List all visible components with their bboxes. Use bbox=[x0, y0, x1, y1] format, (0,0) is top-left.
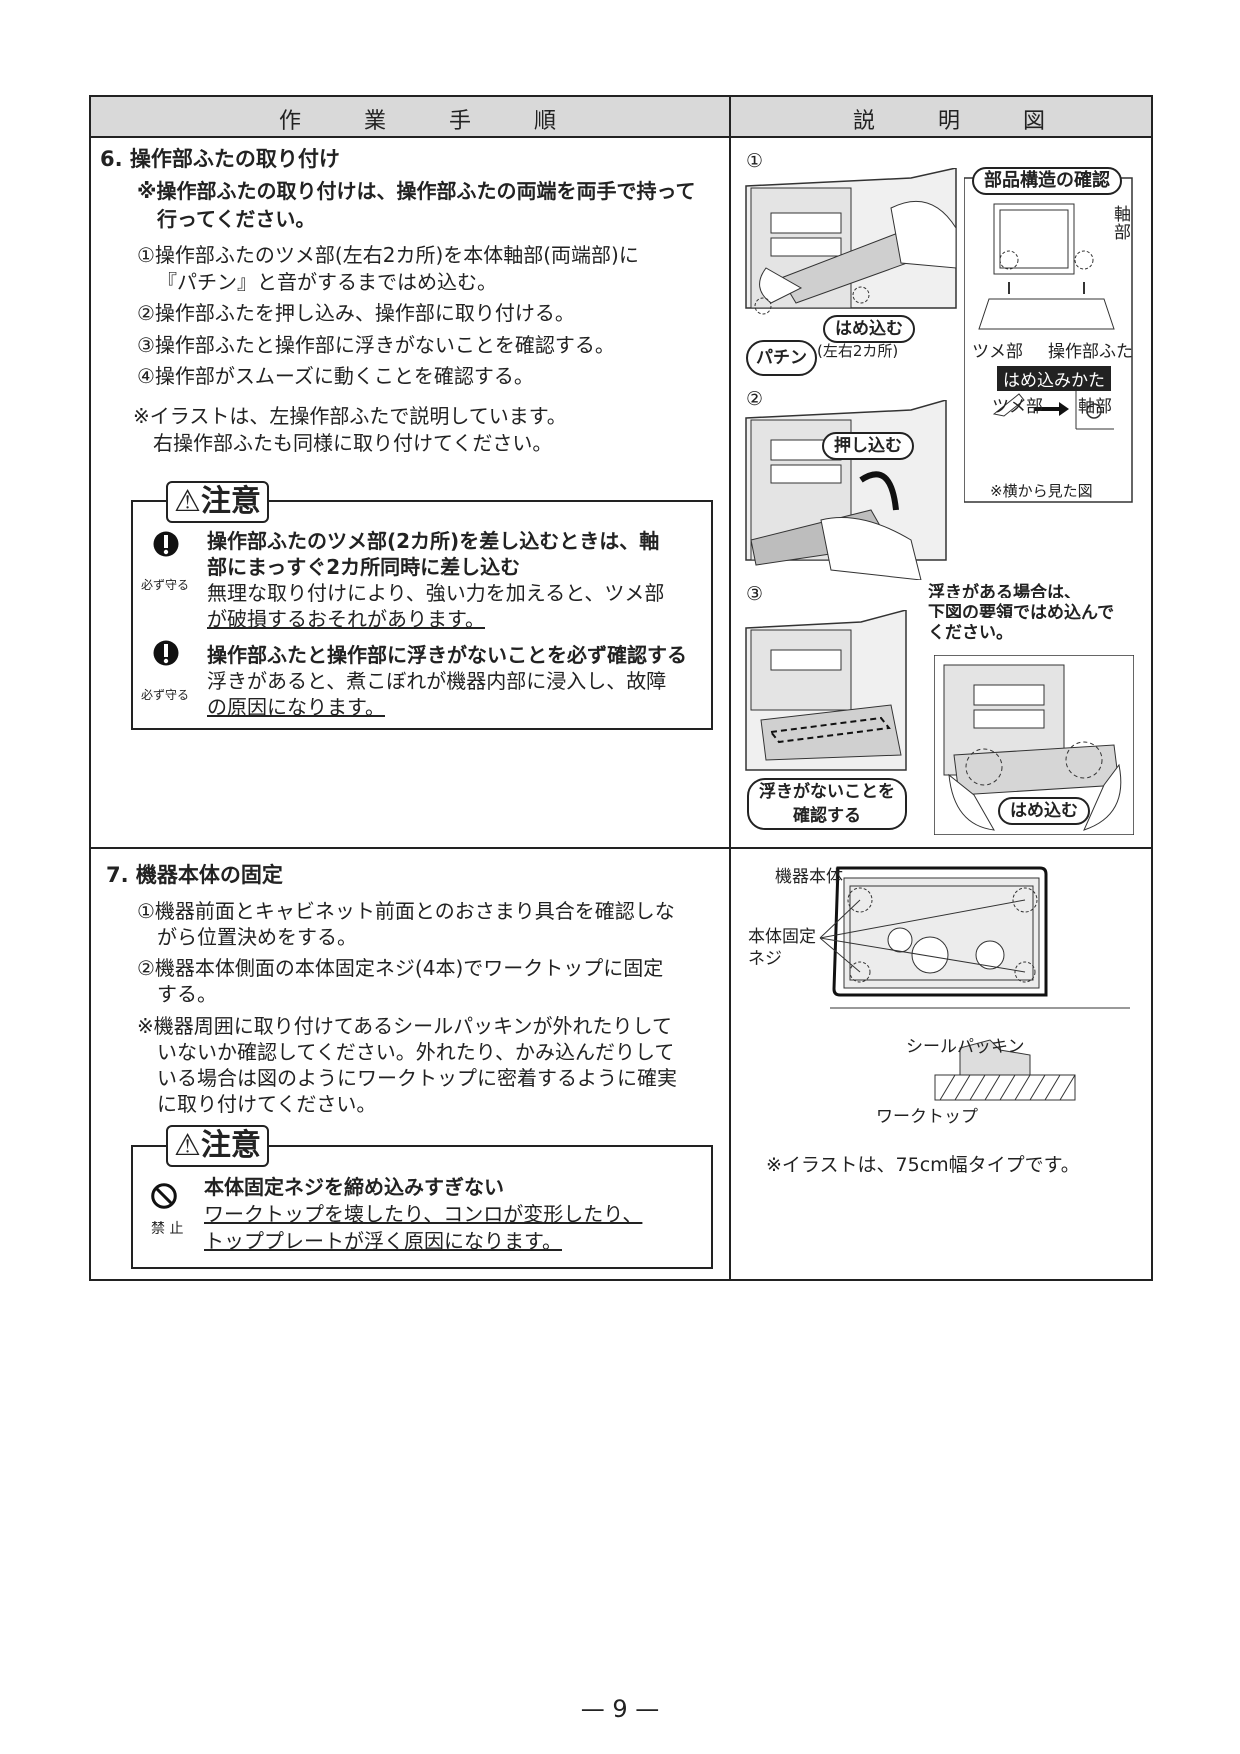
prohibited-icon bbox=[151, 1183, 177, 1209]
step6-s4: ④操作部がスムーズに動くことを確認する。 bbox=[137, 364, 534, 388]
structure-check-title: 部品構造の確認 bbox=[972, 167, 1122, 195]
fig1-pachin-bubble: パチン bbox=[746, 340, 817, 376]
caution6-1-bold-2: 部にまっすぐ2カ所同時に差し込む bbox=[207, 555, 521, 579]
step6-s3: ③操作部ふたと操作部に浮きがないことを確認する。 bbox=[137, 333, 615, 357]
fig3-confirm-line-1: 浮きがないことを bbox=[759, 782, 895, 802]
axis-label-1: 軸 bbox=[1114, 205, 1131, 225]
axis-label-3: 軸部 bbox=[1078, 397, 1112, 417]
table-header: 作 業 手 順 説 明 図 bbox=[91, 97, 1151, 138]
caution7-text-2: トッププレートが浮く原因になります。 bbox=[204, 1229, 562, 1253]
fig-number-1: ① bbox=[746, 150, 764, 172]
seal-packing-label: シールパッキン bbox=[906, 1037, 1025, 1057]
claw-label: ツメ部 bbox=[972, 342, 1023, 362]
caution6-2-text-2: の原因になります。 bbox=[207, 695, 385, 719]
worktop-label: ワークトップ bbox=[876, 1107, 978, 1127]
claw-label-2: ツメ部 bbox=[992, 397, 1043, 417]
device-body-label: 機器本体 bbox=[775, 867, 843, 887]
fit-method-label: はめ込みかた bbox=[997, 366, 1111, 391]
step6-title: 6. 操作部ふたの取り付け bbox=[100, 147, 340, 171]
float-note-3: ください。 bbox=[928, 618, 1013, 643]
fig3-confirm-line-2: 確認する bbox=[793, 806, 861, 826]
prohibited-label: 禁 止 bbox=[151, 1221, 184, 1237]
cover-label: 操作部ふた bbox=[1048, 342, 1133, 362]
header-diagram: 説 明 図 bbox=[853, 109, 1073, 134]
step7-s2-1: ②機器本体側面の本体固定ネジ(4本)でワークトップに固定 bbox=[137, 956, 664, 980]
step6-s1-1: ①操作部ふたのツメ部(左右2カ所)を本体軸部(両端部)に bbox=[137, 243, 639, 267]
caution-title-6: ⚠注意 bbox=[166, 481, 269, 523]
mandatory-label: 必ず守る bbox=[141, 578, 190, 592]
side-view-note: ※横から見た図 bbox=[990, 482, 1093, 500]
fig3-float-illustration bbox=[934, 655, 1134, 835]
column-divider bbox=[729, 97, 731, 1279]
step6-s2: ②操作部ふたを押し込み、操作部に取り付ける。 bbox=[137, 301, 575, 325]
step7-title: 7. 機器本体の固定 bbox=[106, 863, 283, 887]
fig-number-3: ③ bbox=[746, 583, 764, 605]
step7-n-2: いないか確認してください。外れたり、かみ込んだりして bbox=[157, 1040, 675, 1064]
step7-s1-2: がら位置決めをする。 bbox=[157, 925, 357, 949]
step6-illus-1: ※イラストは、左操作部ふたで説明しています。 bbox=[133, 404, 567, 428]
caution6-2-bold: 操作部ふたと操作部に浮きがないことを必ず確認する bbox=[207, 643, 687, 667]
step6-illus-2: 右操作部ふたも同様に取り付けてください。 bbox=[153, 431, 553, 455]
caution6-1-text-2: が破損するおそれがあります。 bbox=[207, 607, 485, 631]
fig2-push-illustration bbox=[745, 400, 947, 580]
fig2-push-pill: 押し込む bbox=[822, 432, 914, 460]
step7-s1-1: ①機器前面とキャビネット前面とのおさまり具合を確認しな bbox=[137, 899, 675, 923]
step7-n-3: いる場合は図のようにワークトップに密着するように確実 bbox=[157, 1066, 677, 1090]
mandatory-label: 必ず守る bbox=[141, 688, 190, 702]
fig3-hamekomu-pill: はめ込む bbox=[998, 797, 1090, 825]
mandatory-icon bbox=[153, 531, 179, 557]
row-divider bbox=[91, 847, 1151, 849]
page-number: — 9 — bbox=[580, 1695, 660, 1723]
structure-check-panel bbox=[964, 177, 1133, 503]
step7-n-1: ※機器周囲に取り付けてあるシールパッキンが外れたりして bbox=[137, 1014, 672, 1038]
fig3-confirm-bubble: 浮きがないことを 確認する bbox=[747, 778, 907, 830]
step6-note-2: 行ってください。 bbox=[157, 207, 316, 231]
fig1-hamekomu-pill: はめ込む bbox=[823, 315, 915, 343]
fig1-sayu-label: (左右2カ所) bbox=[817, 342, 899, 360]
fix-screw-label-2: ネジ bbox=[748, 949, 782, 969]
fig3-check-illustration bbox=[745, 610, 907, 771]
caution7-text-1: ワークトップを壊したり、コンロが変形したり、 bbox=[204, 1202, 643, 1226]
fig1-cover-attach-illustration bbox=[745, 168, 957, 315]
step7-s2-2: する。 bbox=[157, 982, 217, 1006]
axis-label-2: 部 bbox=[1114, 223, 1131, 243]
caution-box-7 bbox=[131, 1145, 713, 1269]
mandatory-icon bbox=[153, 640, 179, 666]
fig-number-2: ② bbox=[746, 388, 764, 410]
caution-title-7: ⚠注意 bbox=[166, 1125, 269, 1167]
75cm-note: ※イラストは、75cm幅タイプです。 bbox=[766, 1154, 1080, 1176]
fix-screw-label-1: 本体固定 bbox=[748, 927, 816, 947]
caution6-2-text-1: 浮きがあると、煮こぼれが機器内部に浸入し、故障 bbox=[207, 669, 667, 693]
caution6-1-text-1: 無理な取り付けにより、強い力を加えると、ツメ部 bbox=[207, 581, 665, 605]
step6-s1-2: 『パチン』と音がするまではめ込む。 bbox=[157, 270, 497, 294]
instruction-table: 作 業 手 順 説 明 図 bbox=[89, 95, 1153, 1281]
step6-note-1: ※操作部ふたの取り付けは、操作部ふたの両端を両手で持って bbox=[137, 179, 696, 203]
fig7-fixing-illustration bbox=[819, 866, 1130, 1101]
caution6-1-bold-1: 操作部ふたのツメ部(2カ所)を差し込むときは、軸 bbox=[207, 529, 660, 553]
caution7-bold: 本体固定ネジを締め込みすぎない bbox=[204, 1175, 504, 1199]
header-procedure: 作 業 手 順 bbox=[279, 109, 584, 134]
caution-box-6 bbox=[131, 500, 713, 730]
step7-n-4: に取り付けてください。 bbox=[157, 1092, 377, 1116]
